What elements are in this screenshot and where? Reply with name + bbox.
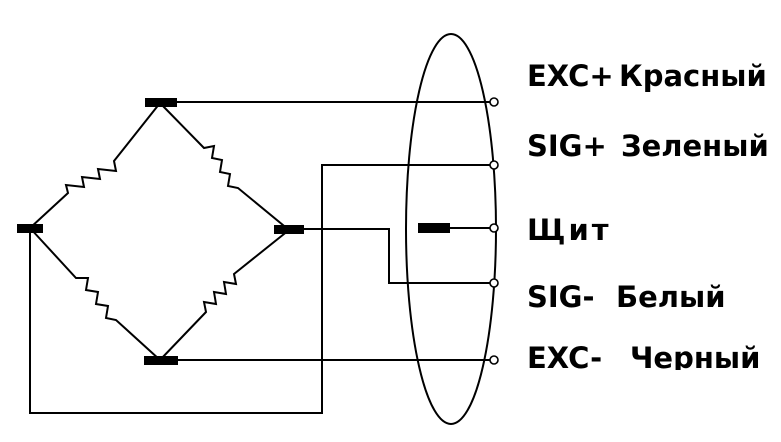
terminal-shield <box>489 223 499 233</box>
label-exc-minus-color: Черный <box>630 341 760 375</box>
resistor-top-right <box>159 102 290 231</box>
resistor-bottom-right <box>159 229 290 361</box>
terminal-sig-plus <box>489 160 499 170</box>
terminal-exc-minus <box>489 355 499 365</box>
resistor-top-left <box>29 102 161 229</box>
wire-sig-plus <box>29 164 490 414</box>
terminal-sig-minus <box>489 278 499 288</box>
label-clip-mask <box>515 370 781 442</box>
label-exc-plus-code: EXC+ <box>527 59 614 93</box>
wire-sig-minus <box>304 228 490 284</box>
bridge-node-bottom <box>144 356 178 365</box>
bridge-node-top <box>145 98 177 107</box>
label-shield: Щит <box>527 213 612 247</box>
shield-pad <box>418 223 450 233</box>
label-sig-minus-code: SIG- <box>527 280 595 314</box>
label-exc-plus-color: Красный <box>619 59 767 93</box>
resistor-bottom-left <box>29 227 161 361</box>
label-sig-plus-code: SIG+ <box>527 129 607 163</box>
bridge-node-right <box>274 225 304 234</box>
label-sig-minus-color: Белый <box>616 280 726 314</box>
label-sig-plus-color: Зеленый <box>621 129 769 163</box>
label-exc-minus-code: EXC- <box>527 341 602 375</box>
terminal-exc-plus <box>489 97 499 107</box>
bridge-node-left <box>17 224 43 233</box>
